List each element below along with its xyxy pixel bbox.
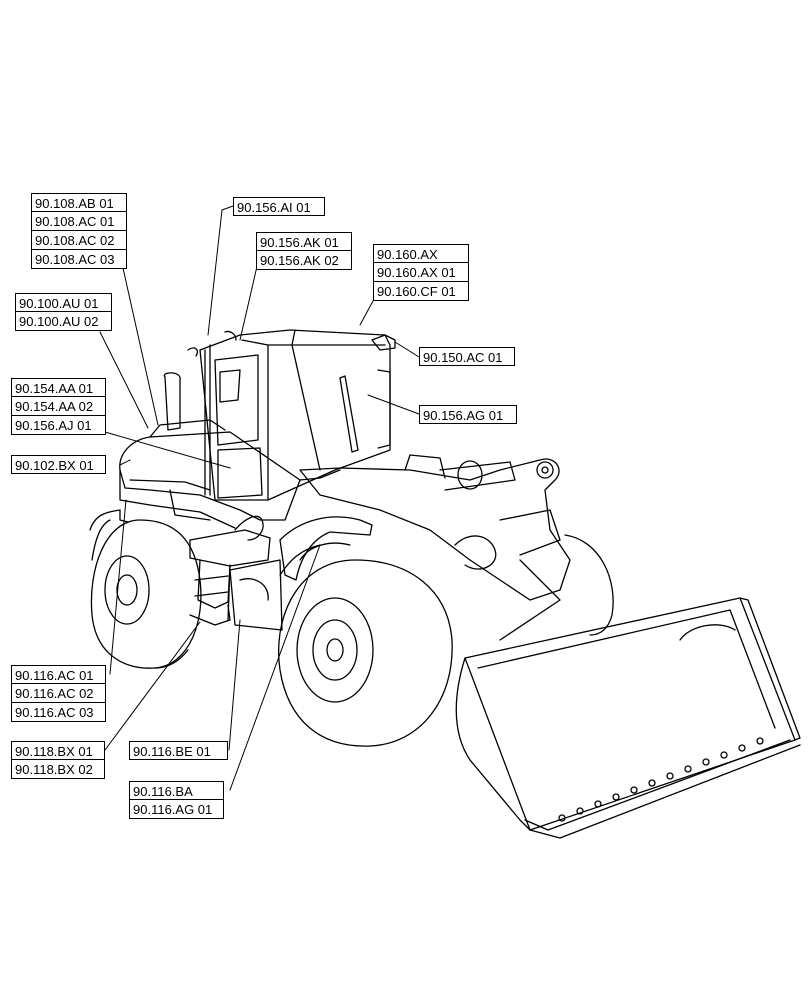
part-ref-label[interactable]: 90.160.CF 01	[373, 282, 469, 301]
steps-drawing	[189, 515, 271, 626]
part-ref-label[interactable]: 90.154.AA 01	[11, 378, 106, 397]
part-ref-label[interactable]: 90.156.AJ 01	[11, 416, 106, 435]
part-ref-label[interactable]: 90.100.AU 01	[15, 293, 112, 312]
part-ref-label[interactable]: 90.108.AB 01	[31, 193, 127, 212]
cab-drawing	[199, 329, 396, 501]
part-ref-label[interactable]: 90.156.AK 02	[256, 251, 352, 270]
part-ref-label[interactable]: 90.116.AG 01	[129, 800, 224, 819]
part-ref-label[interactable]: 90.116.AC 02	[11, 684, 106, 703]
front-wheel-drawing	[278, 542, 453, 747]
part-ref-label[interactable]: 90.102.BX 01	[11, 455, 106, 474]
leader-lines	[99, 205, 420, 791]
part-ref-label[interactable]: 90.116.BE 01	[129, 741, 228, 760]
front-fender-drawing	[229, 516, 373, 631]
part-ref-label[interactable]: 90.108.AC 01	[31, 212, 127, 231]
part-ref-label[interactable]: 90.108.AC 02	[31, 231, 127, 250]
part-ref-label[interactable]: 90.150.AC 01	[419, 347, 515, 366]
part-ref-label[interactable]: 90.100.AU 02	[15, 312, 112, 331]
part-ref-label[interactable]: 90.156.AI 01	[233, 197, 325, 216]
part-ref-label[interactable]: 90.116.BA	[129, 781, 224, 800]
part-ref-label[interactable]: 90.160.AX 01	[373, 263, 469, 282]
part-ref-label[interactable]: 90.116.AC 03	[11, 703, 106, 722]
part-ref-label[interactable]: 90.118.BX 02	[11, 760, 105, 779]
part-ref-label[interactable]: 90.160.AX	[373, 244, 469, 263]
bucket-drawing	[455, 597, 801, 839]
rear-wheel-drawing	[90, 519, 202, 669]
bucket-teeth-drawing	[558, 737, 764, 822]
loader-arm-drawing	[299, 454, 571, 641]
part-ref-label[interactable]: 90.118.BX 01	[11, 741, 105, 760]
part-ref-label[interactable]: 90.116.AC 01	[11, 665, 106, 684]
rear-body-drawing	[89, 347, 301, 531]
part-ref-label[interactable]: 90.154.AA 02	[11, 397, 106, 416]
rear-right-wheel-drawing	[564, 534, 614, 636]
part-ref-label[interactable]: 90.156.AK 01	[256, 232, 352, 251]
part-ref-label[interactable]: 90.108.AC 03	[31, 250, 127, 269]
part-ref-label[interactable]: 90.156.AG 01	[419, 405, 517, 424]
